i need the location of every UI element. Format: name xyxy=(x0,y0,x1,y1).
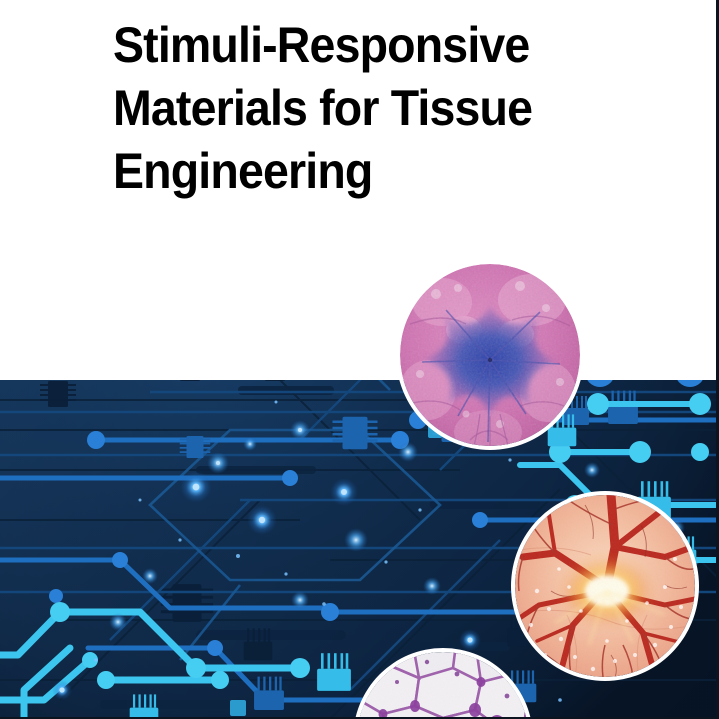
neuron-histology-svg xyxy=(400,264,580,446)
page-title: Stimuli-Responsive Materials for Tissue … xyxy=(113,14,653,203)
vascular-network-svg xyxy=(515,495,695,677)
title-line-1: Stimuli-Responsive xyxy=(113,17,530,73)
title-line-2: Materials for Tissue xyxy=(113,80,533,136)
title-line-3: Engineering xyxy=(113,143,373,199)
neuron-image xyxy=(400,264,580,446)
neuron-histology-circle xyxy=(396,260,584,450)
vascular-image xyxy=(515,495,695,677)
vascular-network-circle xyxy=(511,491,699,681)
